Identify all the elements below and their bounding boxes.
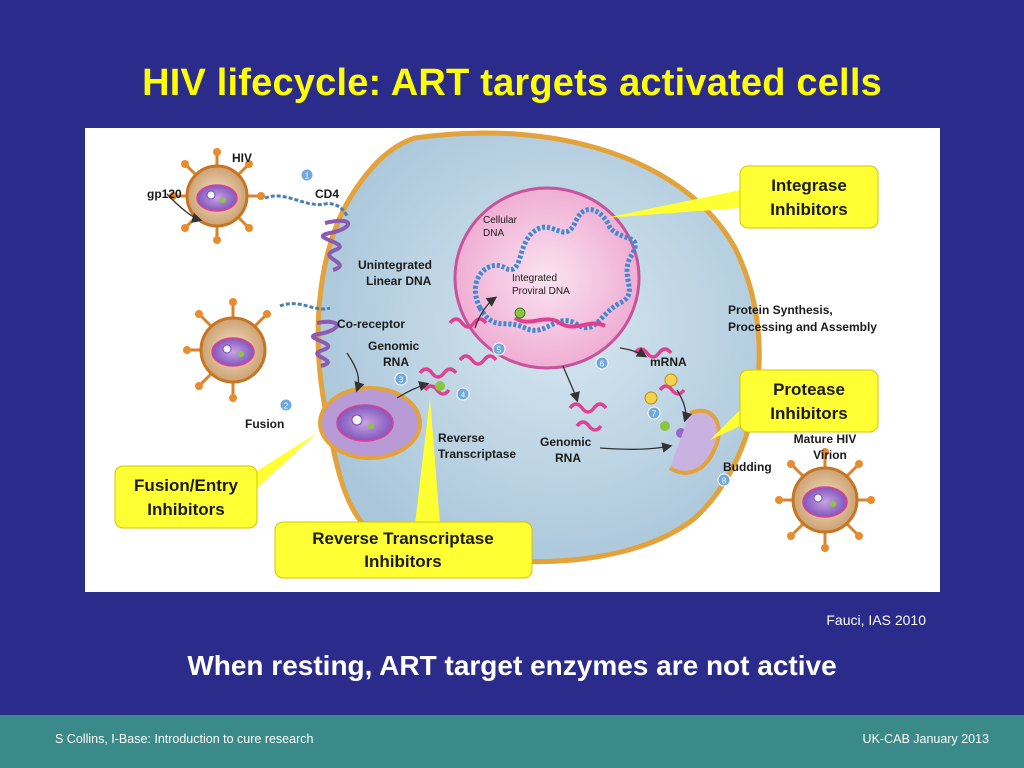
- hiv-virion-mature: [775, 448, 875, 552]
- label-genomic-rna-1a: Genomic: [368, 339, 420, 353]
- svg-text:Integrase: Integrase: [771, 176, 847, 195]
- label-protein-2: Processing and Assembly: [728, 320, 877, 334]
- footer-left-text: S Collins, I-Base: Introduction to cure …: [55, 732, 313, 746]
- fusion-site: [320, 388, 420, 458]
- svg-text:Reverse Transcriptase: Reverse Transcriptase: [312, 529, 493, 548]
- svg-text:Inhibitors: Inhibitors: [770, 404, 847, 423]
- integrase-dot: [515, 308, 525, 318]
- footer-bar: S Collins, I-Base: Introduction to cure …: [0, 715, 1024, 768]
- slide-title: HIV lifecycle: ART targets activated cel…: [0, 62, 1024, 105]
- label-integrated-1: Integrated: [512, 273, 557, 284]
- label-mature-2: Virion: [813, 448, 847, 462]
- svg-text:5: 5: [497, 346, 502, 355]
- label-hiv: HIV: [232, 151, 252, 165]
- nucleus: Cellular DNA Integrated Proviral DNA: [455, 188, 639, 368]
- label-genomic-rna-2a: Genomic: [540, 435, 592, 449]
- svg-text:8: 8: [722, 477, 727, 486]
- label-cd4: CD4: [315, 187, 339, 201]
- svg-text:Protease: Protease: [773, 380, 845, 399]
- svg-text:Fusion/Entry: Fusion/Entry: [134, 476, 238, 495]
- label-fusion: Fusion: [245, 417, 284, 431]
- label-mature-1: Mature HIV: [794, 432, 857, 446]
- svg-text:6: 6: [600, 360, 605, 369]
- label-cellular-dna-2: DNA: [483, 228, 504, 239]
- svg-text:Inhibitors: Inhibitors: [770, 200, 847, 219]
- label-genomic-rna-2b: RNA: [555, 451, 581, 465]
- cd4-receptor: [265, 196, 348, 270]
- label-unintegrated-2: Linear DNA: [366, 274, 432, 288]
- label-mrna: mRNA: [650, 355, 687, 369]
- label-cellular-dna-1: Cellular: [483, 215, 518, 226]
- hiv-lifecycle-figure: Cellular DNA Integrated Proviral DNA: [85, 128, 940, 592]
- label-integrated-2: Proviral DNA: [512, 286, 570, 297]
- label-reverse-1: Reverse: [438, 431, 485, 445]
- svg-text:1: 1: [305, 172, 310, 181]
- hiv-virion-fusing: [183, 298, 271, 402]
- svg-text:4: 4: [461, 391, 466, 400]
- image-credit: Fauci, IAS 2010: [826, 612, 926, 628]
- svg-text:2: 2: [284, 402, 289, 411]
- label-budding: Budding: [723, 460, 772, 474]
- label-reverse-2: Transcriptase: [438, 447, 516, 461]
- label-protein-1: Protein Synthesis,: [728, 303, 833, 317]
- label-coreceptor: Co-receptor: [337, 317, 405, 331]
- hiv-lifecycle-diagram: Cellular DNA Integrated Proviral DNA: [85, 128, 940, 592]
- label-gp120: gp120: [147, 187, 182, 201]
- slide-subtitle: When resting, ART target enzymes are not…: [0, 650, 1024, 682]
- footer-right-text: UK-CAB January 2013: [863, 732, 989, 746]
- svg-text:Inhibitors: Inhibitors: [147, 500, 224, 519]
- callout-fusion-entry: Fusion/Entry Inhibitors: [115, 433, 317, 528]
- label-genomic-rna-1b: RNA: [383, 355, 409, 369]
- svg-text:7: 7: [652, 410, 657, 419]
- label-unintegrated-1: Unintegrated: [358, 258, 432, 272]
- svg-text:Inhibitors: Inhibitors: [364, 552, 441, 571]
- svg-text:3: 3: [399, 376, 404, 385]
